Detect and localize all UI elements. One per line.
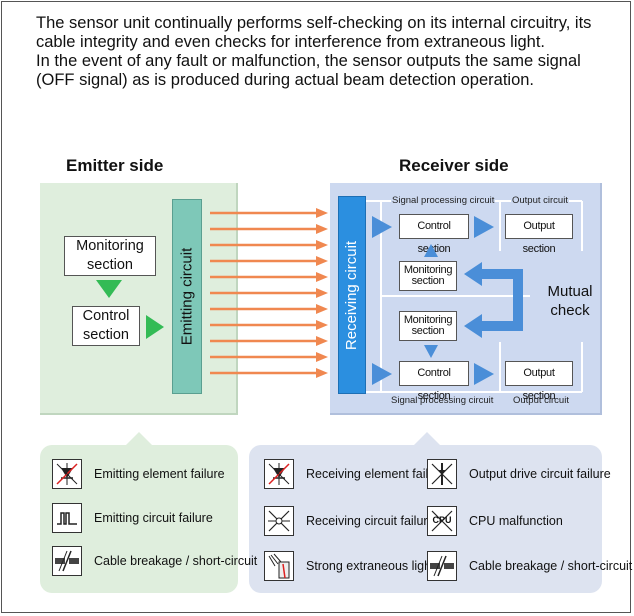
cable-breakage-icon (427, 551, 457, 581)
emitting-circuit-failure-icon (52, 503, 82, 533)
receiver-control-section-bottom: Control section (399, 361, 469, 402)
fault-item: Emitting element failure (52, 459, 225, 489)
fault-item: Receiving element failure (264, 459, 446, 489)
fault-label: CPU malfunction (469, 513, 563, 528)
fault-item: Receiving circuit failure (264, 506, 435, 536)
output-drive-failure-icon (427, 459, 457, 489)
receiver-monitoring-section-bottom: Monitoring section (399, 311, 457, 341)
cpu-text: CPU (432, 515, 452, 525)
green-right-arrow (146, 315, 164, 339)
receiver-monitoring-section-top: Monitoring section (399, 261, 457, 291)
receiver-side-title: Receiver side (399, 156, 509, 175)
emitting-circuit-bar: Emitting circuit (172, 199, 202, 394)
receiving-circuit-failure-icon (264, 506, 294, 536)
receiving-circuit-bar: Receiving circuit (338, 196, 366, 394)
fault-item: Strong extraneous light (264, 551, 435, 581)
emitter-panel (40, 183, 238, 415)
blue-down-arrow-icon (424, 345, 438, 358)
fault-item: Cable breakage / short-circuit (427, 551, 632, 581)
cable-breakage-icon (52, 546, 82, 576)
fault-item: Emitting circuit failure (52, 503, 213, 533)
receiver-fault-panel (249, 445, 602, 593)
receiver-output-section-top: Output section (505, 214, 573, 255)
emitter-monitoring-section: Monitoring section (64, 236, 156, 276)
fault-label: Receiving element failure (306, 466, 447, 481)
emitter-side-title: Emitter side (66, 156, 164, 175)
fault-label: Receiving circuit failure (306, 513, 435, 528)
blue-arrow-icon (474, 216, 494, 238)
output-circuit-label-bottom: Output circuit (513, 395, 569, 406)
blue-arrow-icon (474, 363, 494, 385)
receiving-element-failure-icon (264, 459, 294, 489)
fault-item: CPU CPU malfunction (427, 506, 563, 536)
fault-label: Output drive circuit failure (469, 466, 611, 481)
mutual-check-arrow (464, 262, 523, 338)
signal-processing-label-bottom: Signal processing circuit (391, 395, 494, 406)
strong-light-icon (264, 551, 294, 581)
blue-arrow-icon (372, 216, 392, 238)
fault-label: Emitting element failure (94, 466, 225, 481)
fault-label: Emitting circuit failure (94, 510, 213, 525)
blue-arrow-icon (372, 363, 392, 385)
signal-processing-label-top: Signal processing circuit (391, 195, 496, 206)
receiver-control-section-top: Control section (399, 214, 469, 255)
emitting-element-failure-icon (52, 459, 82, 489)
intro-text: The sensor unit continually performs sel… (36, 14, 616, 90)
receiver-output-section-bottom: Output section (505, 361, 573, 402)
intro-paragraph-1: The sensor unit continually performs sel… (36, 14, 592, 51)
fault-label: Strong extraneous light (306, 558, 435, 573)
output-circuit-label-top: Output circuit (511, 195, 569, 206)
fault-label: Cable breakage / short-circuit (469, 558, 633, 573)
intro-paragraph-2: In the event of any fault or malfunction… (36, 52, 581, 89)
mutual-check-label: Mutual check (547, 283, 593, 319)
green-down-arrow (96, 280, 122, 298)
blue-up-arrow-icon (424, 244, 438, 257)
emitter-control-section: Control section (72, 306, 140, 346)
fault-item: Cable breakage / short-circuit (52, 546, 257, 576)
fault-item: Output drive circuit failure (427, 459, 611, 489)
fault-label: Cable breakage / short-circuit (94, 553, 258, 568)
cpu-malfunction-icon: CPU (427, 506, 457, 536)
